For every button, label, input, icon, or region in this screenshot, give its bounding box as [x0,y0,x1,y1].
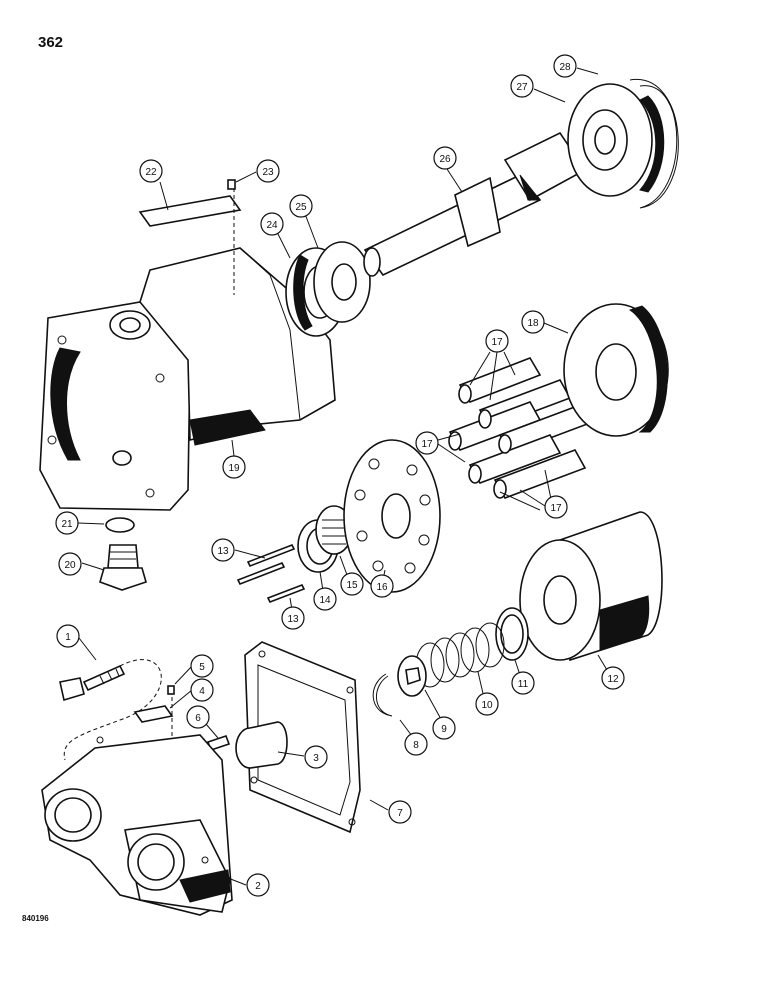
end-cover [41,734,233,916]
callout-17a: 17 [485,329,509,353]
callout-6: 6 [186,705,210,729]
svg-text:24: 24 [266,220,278,231]
callout-1: 1 [56,624,80,648]
plate-screw [227,179,236,190]
svg-text:13: 13 [287,614,299,625]
svg-text:4: 4 [199,686,205,697]
callout-9: 9 [432,716,456,740]
housing-gasket [244,641,361,834]
callout-16: 16 [370,574,394,598]
callout-15: 15 [340,572,364,596]
svg-text:13: 13 [217,546,229,557]
svg-text:25: 25 [295,202,307,213]
svg-text:17: 17 [491,337,503,348]
drawing-code: 840196 [22,914,49,923]
guide-pins [236,543,306,604]
o-ring [105,517,135,533]
callout-17c: 17 [544,495,568,519]
svg-text:26: 26 [439,154,451,165]
callout-21: 21 [55,511,79,535]
callout-14: 14 [313,587,337,611]
shaft-washer [313,241,371,323]
callout-18: 18 [521,310,545,334]
callout-13b: 13 [281,606,305,630]
svg-text:12: 12 [607,674,619,685]
svg-text:20: 20 [64,560,76,571]
callout-19: 19 [222,455,246,479]
svg-text:17: 17 [550,503,562,514]
svg-text:11: 11 [518,679,529,690]
svg-text:6: 6 [195,713,201,724]
swash-plate [563,303,669,437]
cylinder-block [519,511,663,662]
spacer-ring [495,607,529,661]
callout-25: 25 [289,194,313,218]
callout-10: 10 [475,692,499,716]
svg-text:23: 23 [262,167,274,178]
svg-text:22: 22 [145,167,157,178]
svg-text:19: 19 [228,463,240,474]
callout-13a: 13 [211,538,235,562]
name-plate [138,188,242,295]
page-number: 362 [38,34,64,51]
port-plug [99,544,147,591]
cap-screw [59,659,162,761]
callout-11: 11 [511,671,535,695]
retainer-plate [343,439,441,593]
svg-text:27: 27 [516,82,528,93]
callout-5: 5 [190,654,214,678]
svg-text:10: 10 [481,700,493,711]
spring-washer [397,655,427,697]
callout-2: 2 [246,873,270,897]
svg-text:3: 3 [313,753,319,764]
callout-20: 20 [58,552,82,576]
svg-text:14: 14 [319,595,331,606]
callout-28: 28 [553,54,577,78]
svg-text:2: 2 [255,881,261,892]
callout-24: 24 [260,212,284,236]
callouts: 1 2 3 4 5 6 7 8 9 10 11 12 13 13 14 15 1… [55,54,625,897]
spring [415,622,505,688]
callout-17b: 17 [415,431,439,455]
drive-shaft [363,131,587,277]
svg-text:7: 7 [397,808,403,819]
needle-bearing [235,721,288,769]
callout-7: 7 [388,800,412,824]
callout-8: 8 [404,732,428,756]
svg-text:8: 8 [413,740,419,751]
svg-text:15: 15 [346,580,358,591]
svg-text:21: 21 [61,519,73,530]
callout-23: 23 [256,159,280,183]
svg-text:9: 9 [441,724,447,735]
svg-text:5: 5 [199,662,205,673]
svg-text:17: 17 [421,439,433,450]
retaining-ring-large [629,79,679,209]
snap-ring [372,673,393,717]
callout-26: 26 [433,146,457,170]
svg-text:18: 18 [527,318,539,329]
shaft-bearing [567,83,665,197]
piston-assemblies [448,357,592,499]
callout-3: 3 [304,745,328,769]
callout-12: 12 [601,666,625,690]
callout-22: 22 [139,159,163,183]
callout-27: 27 [510,74,534,98]
callout-4: 4 [190,678,214,702]
svg-text:16: 16 [376,582,388,593]
cover-screw [167,685,175,695]
svg-text:28: 28 [559,62,571,73]
svg-text:1: 1 [65,632,71,643]
